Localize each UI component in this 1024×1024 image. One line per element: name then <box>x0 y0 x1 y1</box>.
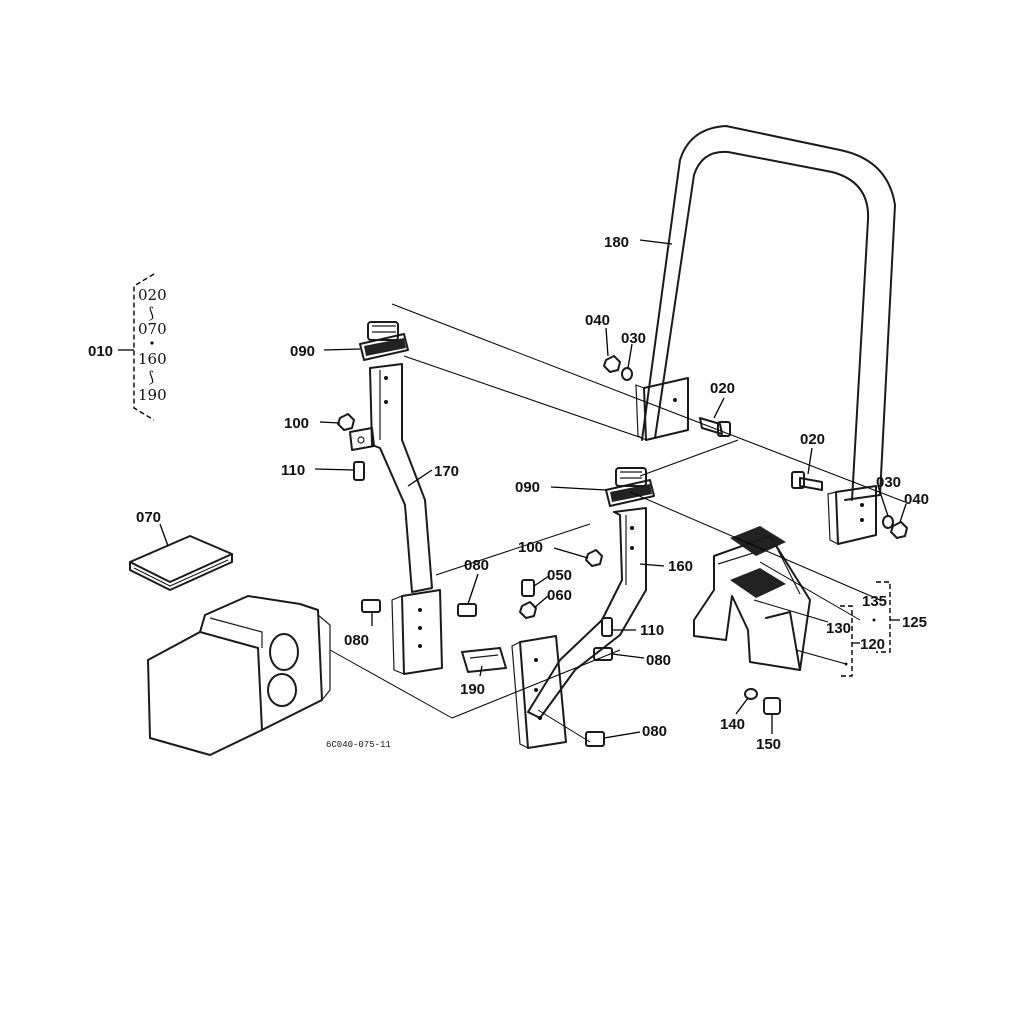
bolt-020-lower <box>791 471 823 491</box>
part-labels: 010 180 040 030 020 020 030 040 090 100 … <box>88 234 929 753</box>
rubber-mount-090-left <box>359 321 409 361</box>
label-125: 125 <box>902 614 927 631</box>
label-190: 190 <box>460 681 485 698</box>
group-010-list: 020 ⟆ 070 160 ⟆ 190 <box>138 286 167 404</box>
label-170: 170 <box>434 463 459 480</box>
footrest-assembly <box>693 526 811 671</box>
washer-140 <box>744 688 758 700</box>
drawing-reference: 6C040-075-11 <box>326 740 391 750</box>
label-030-upper: 030 <box>621 330 646 347</box>
operator-manual <box>129 535 233 591</box>
label-080-b: 080 <box>464 557 489 574</box>
right-bracket <box>511 507 647 750</box>
bolt-080-d <box>585 731 605 747</box>
label-080-c: 080 <box>646 652 671 669</box>
label-010: 010 <box>88 343 113 360</box>
label-160: 160 <box>668 558 693 575</box>
nut-100-left <box>337 413 355 431</box>
svg-text:⟆: ⟆ <box>148 304 154 322</box>
left-bracket <box>349 363 443 675</box>
label-070: 070 <box>136 509 161 526</box>
label-135: 135 <box>862 593 887 610</box>
group-item-d: 190 <box>138 386 167 404</box>
label-090-left: 090 <box>290 343 315 360</box>
bolt-150 <box>763 697 781 715</box>
bolt-110-left <box>353 461 365 481</box>
nut-040-lower <box>890 521 908 539</box>
bracket-190 <box>461 647 507 673</box>
engine-housing <box>147 595 331 756</box>
group-item-b: 070 <box>138 320 167 338</box>
label-080-d: 080 <box>642 723 667 740</box>
label-110-right: 110 <box>640 622 664 639</box>
label-120: 120 <box>860 636 885 653</box>
label-020-lower: 020 <box>800 431 825 448</box>
bolt-020-upper <box>699 417 731 437</box>
label-040-upper: 040 <box>585 312 610 329</box>
nut-060 <box>519 601 537 619</box>
assembly-guide-lines <box>329 303 906 743</box>
rubber-mount-090-right <box>605 467 655 507</box>
group-item-a: 020 <box>138 286 167 304</box>
label-180: 180 <box>604 234 629 251</box>
label-090-right: 090 <box>515 479 540 496</box>
washer-030-lower <box>882 515 894 529</box>
bolt-080-b <box>457 603 477 617</box>
washer-030-upper <box>621 367 633 381</box>
group-bracket-010 <box>133 273 155 421</box>
label-100-right: 100 <box>518 539 543 556</box>
svg-text:⟆: ⟆ <box>148 368 154 386</box>
label-040-lower: 040 <box>904 491 929 508</box>
bolt-050 <box>521 579 535 597</box>
label-100-left: 100 <box>284 415 309 432</box>
label-050: 050 <box>547 567 572 584</box>
roll-bar-frame <box>635 125 896 545</box>
bolt-080-a <box>361 599 381 613</box>
label-140: 140 <box>720 716 745 733</box>
nut-040-upper <box>603 355 621 373</box>
group-bracket-125 <box>876 581 900 653</box>
nut-100-right <box>585 549 603 567</box>
group-bracket-120 <box>840 605 860 677</box>
label-130: 130 <box>826 620 851 637</box>
label-150: 150 <box>756 736 781 753</box>
label-030-lower: 030 <box>876 474 901 491</box>
label-060: 060 <box>547 587 572 604</box>
leader-lines <box>118 239 907 739</box>
bolt-110-right <box>601 617 613 637</box>
group-item-c: 160 <box>138 350 167 368</box>
label-080-a: 080 <box>344 632 369 649</box>
label-110-left: 110 <box>281 462 305 479</box>
label-020-upper: 020 <box>710 380 735 397</box>
